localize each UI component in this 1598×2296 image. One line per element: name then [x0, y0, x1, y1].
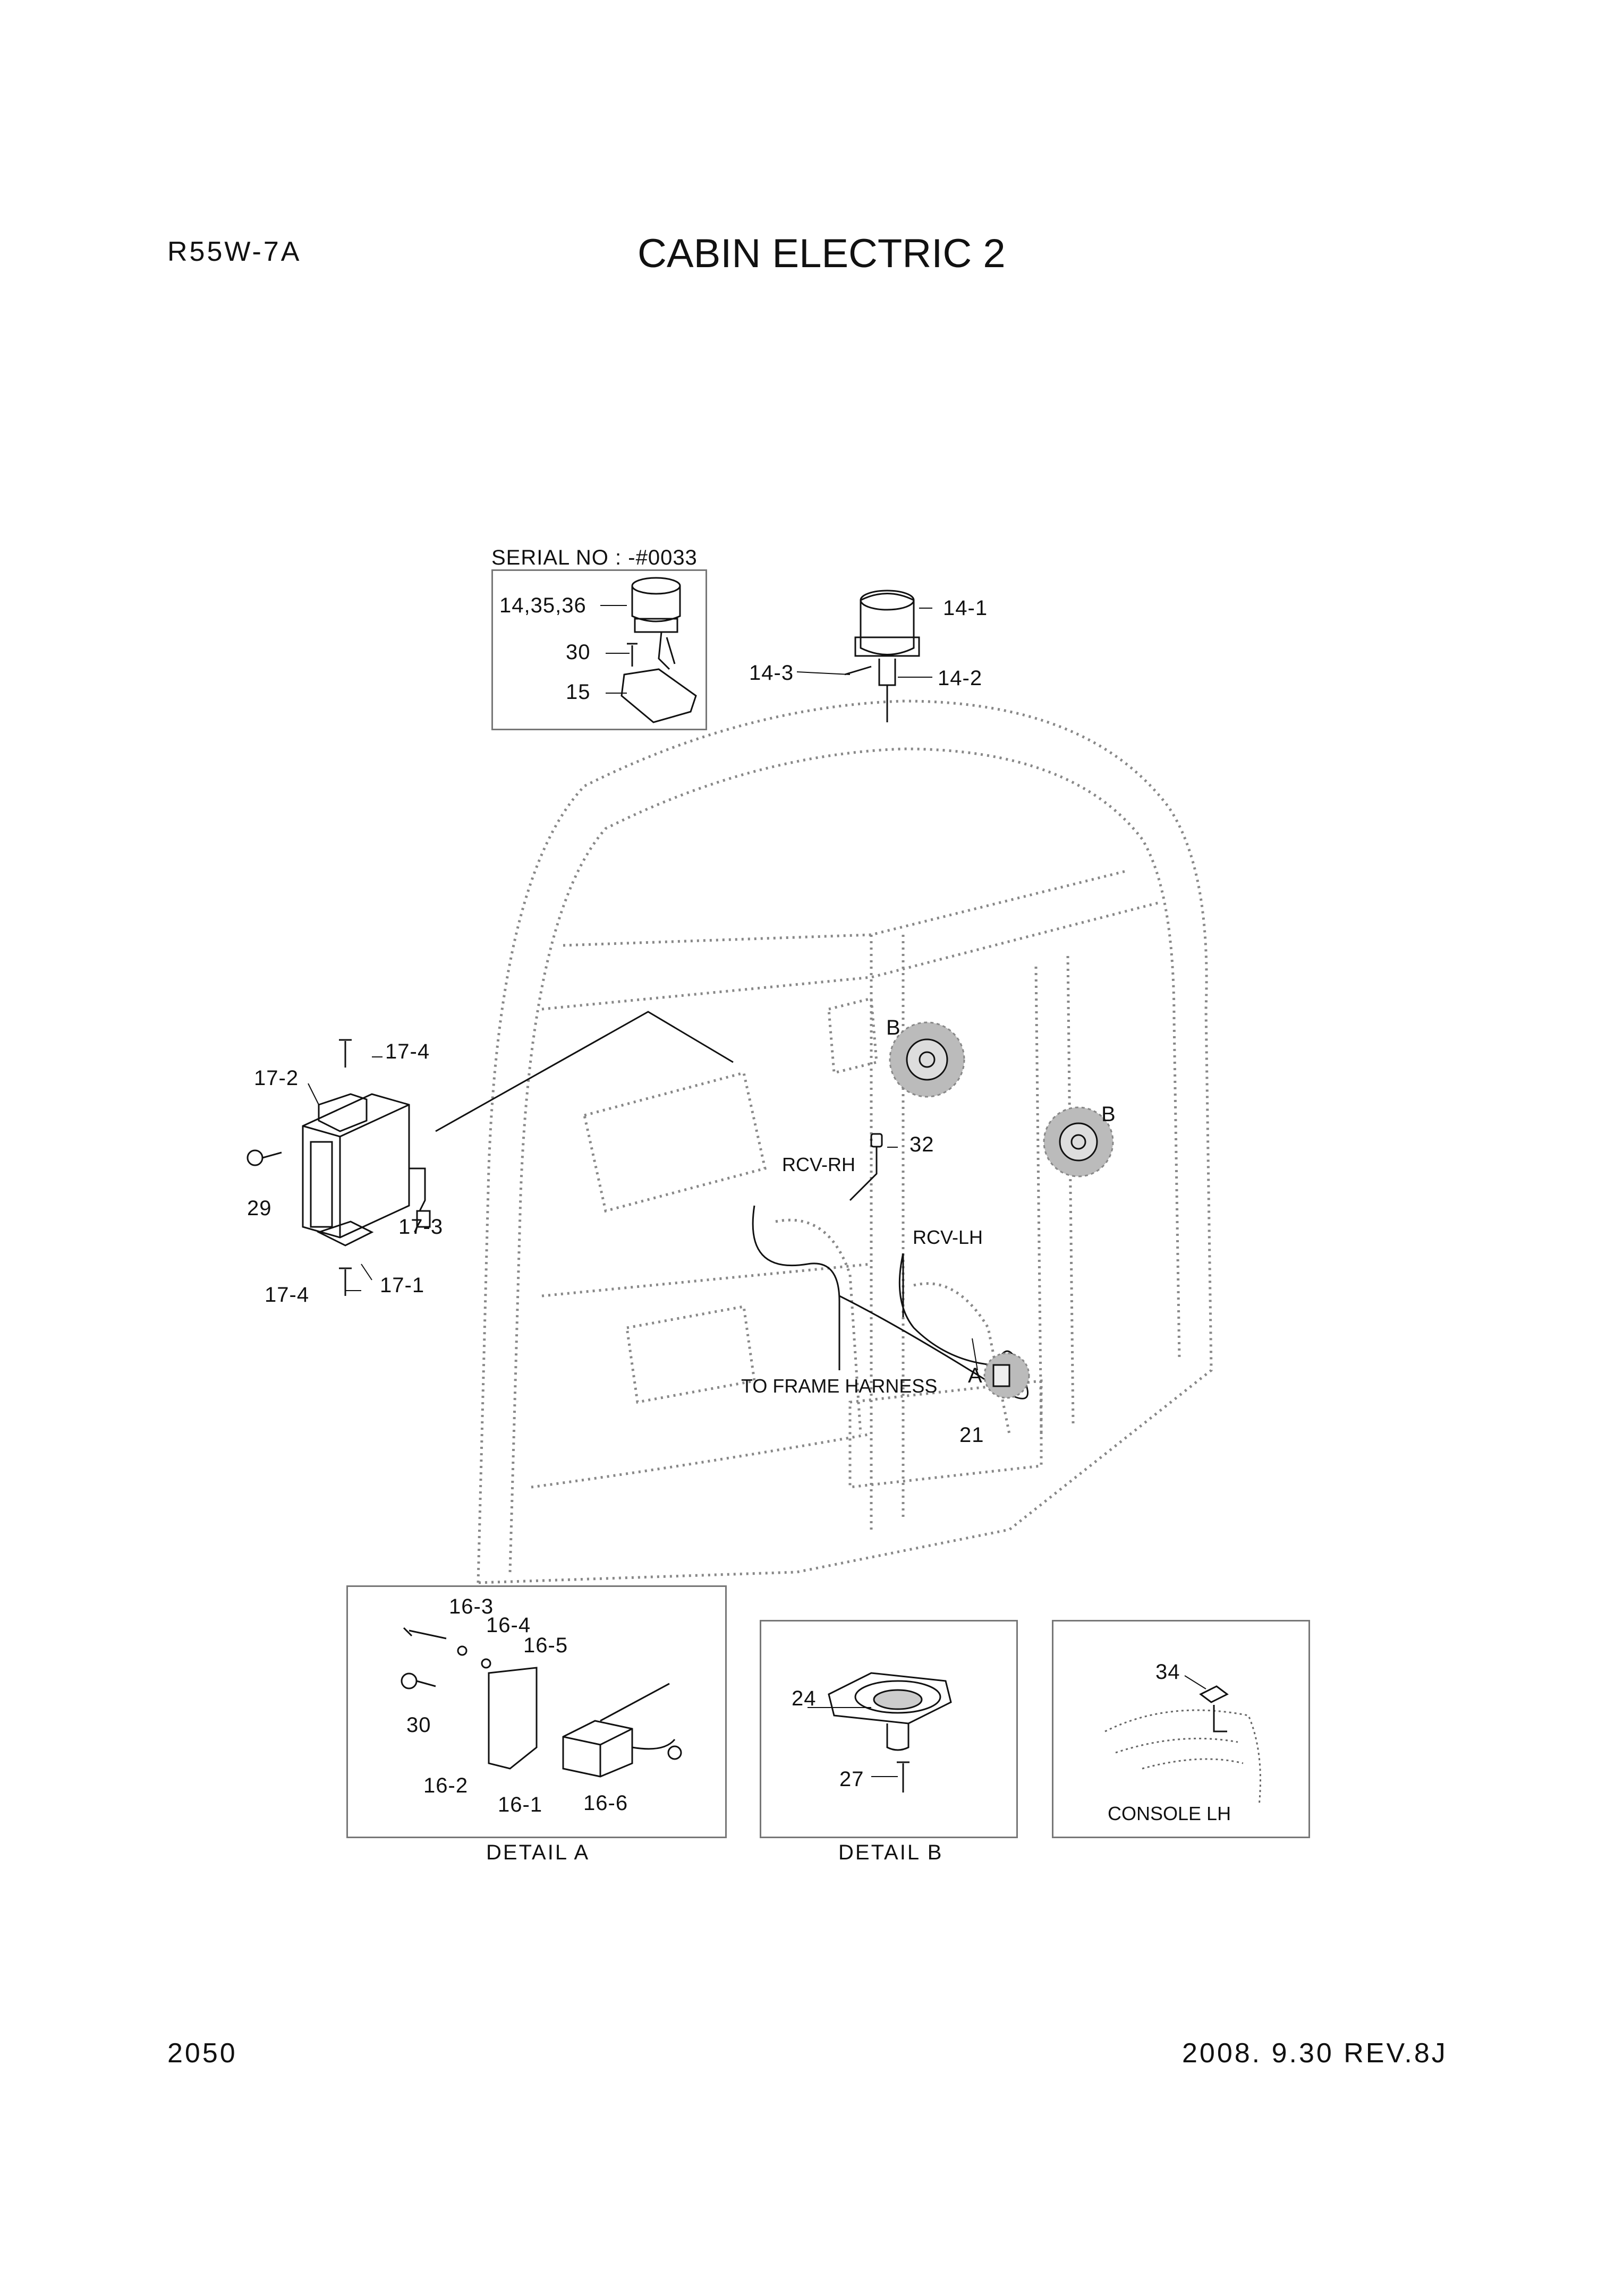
serial-inset-box [491, 569, 707, 730]
label-14-3: 14-3 [749, 661, 794, 685]
detail-a-art [401, 1627, 682, 1778]
label-21: 21 [959, 1423, 984, 1447]
label-rcv-rh: RCV-RH [782, 1154, 856, 1175]
label-a: A [968, 1364, 983, 1387]
label-24: 24 [792, 1687, 817, 1710]
label-console-lh: CONSOLE LH [1108, 1803, 1231, 1824]
label-16-6: 16-6 [583, 1791, 628, 1815]
detail-a-caption: DETAIL A [486, 1841, 590, 1864]
label-30-inset: 30 [566, 641, 591, 664]
label-14-35-36: 14,35,36 [499, 594, 586, 617]
label-16-2: 16-2 [423, 1774, 469, 1797]
speaker-b-upper [889, 1021, 965, 1098]
detail-b-caption: DETAIL B [838, 1841, 944, 1864]
label-29: 29 [247, 1197, 272, 1220]
label-17-3: 17-3 [398, 1215, 444, 1239]
detail-b-box [760, 1620, 1018, 1838]
console-detail-art [1104, 1675, 1261, 1806]
cabin-frame [477, 699, 1213, 1584]
page-title: CABIN ELECTRIC 2 [638, 231, 1006, 276]
serial-heading: SERIAL NO : -#0033 [491, 546, 698, 569]
label-16-3: 16-3 [449, 1595, 494, 1618]
part-32 [849, 1133, 883, 1201]
label-17-4-top: 17-4 [385, 1040, 430, 1063]
label-34: 34 [1155, 1660, 1180, 1684]
label-b-lower: B [1101, 1103, 1116, 1126]
beacon-lamp [844, 590, 920, 722]
label-15: 15 [566, 680, 591, 704]
label-to-frame-harness: TO FRAME HARNESS [741, 1375, 938, 1397]
leader-lines [308, 608, 978, 1371]
page-number: 2050 [167, 2038, 237, 2069]
label-17-1: 17-1 [380, 1274, 425, 1297]
detail-b-art [808, 1672, 952, 1793]
label-17-4-bottom: 17-4 [265, 1283, 310, 1307]
label-32: 32 [910, 1133, 934, 1156]
console-detail-box [1052, 1620, 1310, 1838]
speaker-b-lower [1043, 1106, 1114, 1177]
label-27: 27 [839, 1768, 864, 1791]
label-14-1: 14-1 [943, 596, 988, 620]
model-code: R55W-7A [167, 236, 302, 267]
label-b-upper: B [886, 1016, 901, 1039]
revision-date: 2008. 9.30 REV.8J [1182, 2038, 1448, 2069]
detail-a-box [346, 1585, 727, 1838]
label-16-4: 16-4 [486, 1614, 531, 1637]
label-rcv-lh: RCV-LH [913, 1226, 983, 1248]
serial-inset-art [600, 577, 697, 723]
label-14-2: 14-2 [938, 667, 983, 690]
label-16-5: 16-5 [523, 1634, 568, 1657]
label-17-2: 17-2 [254, 1066, 299, 1090]
label-30-detail: 30 [406, 1713, 431, 1737]
module-a [983, 1352, 1030, 1399]
controller-box [246, 1011, 734, 1296]
label-16-1: 16-1 [498, 1793, 543, 1816]
